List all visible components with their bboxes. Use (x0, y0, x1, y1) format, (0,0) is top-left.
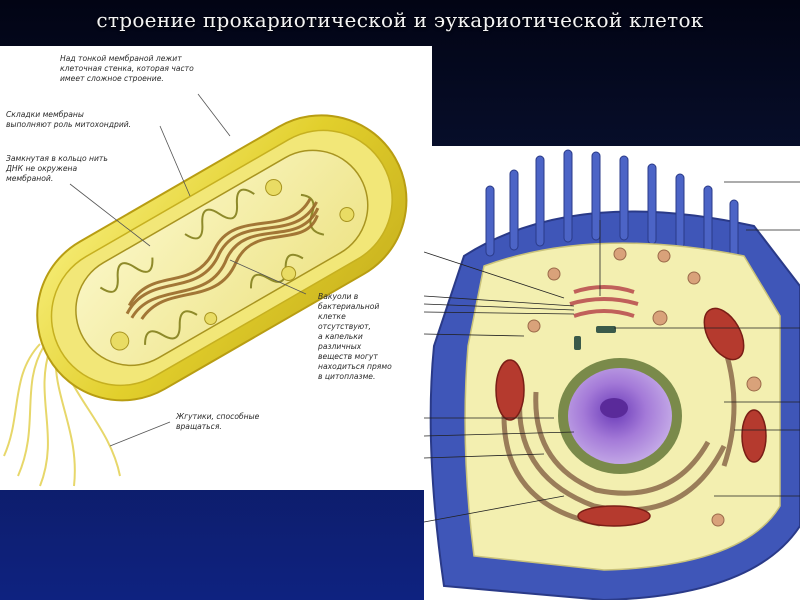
leader-lines (424, 181, 800, 523)
eukaryote-panel (424, 146, 800, 600)
prokaryote-illustration (3, 93, 408, 487)
annotation-membrane-folds: Складки мембраны выполняют роль митохонд… (6, 110, 132, 129)
prokaryote-panel: Над тонкой мембраной лежит клеточная сте… (0, 46, 432, 490)
annotation-vacuoles: Вакуоли в бактериальной клетке отсутству… (318, 292, 392, 381)
microvilli (485, 149, 739, 259)
nucleolus (600, 398, 628, 418)
annotation-flagella: Жгутики, способные вращаться. (176, 412, 260, 431)
vesicles (527, 247, 762, 527)
slide-title: строение прокариотической и эукариотичес… (96, 8, 704, 32)
centrioles (574, 326, 616, 350)
membrane-folds (99, 188, 325, 345)
golgi-apparatus (569, 285, 639, 318)
inclusions (110, 179, 355, 351)
mitochondria (495, 307, 767, 527)
leader-lines (69, 93, 307, 447)
annotation-cell-wall: Над тонкой мембраной лежит клеточная сте… (60, 54, 194, 83)
annotation-dna: Замкнутая в кольцо нить ДНК не окружена … (6, 154, 108, 183)
eukaryote-illustration (424, 149, 800, 600)
